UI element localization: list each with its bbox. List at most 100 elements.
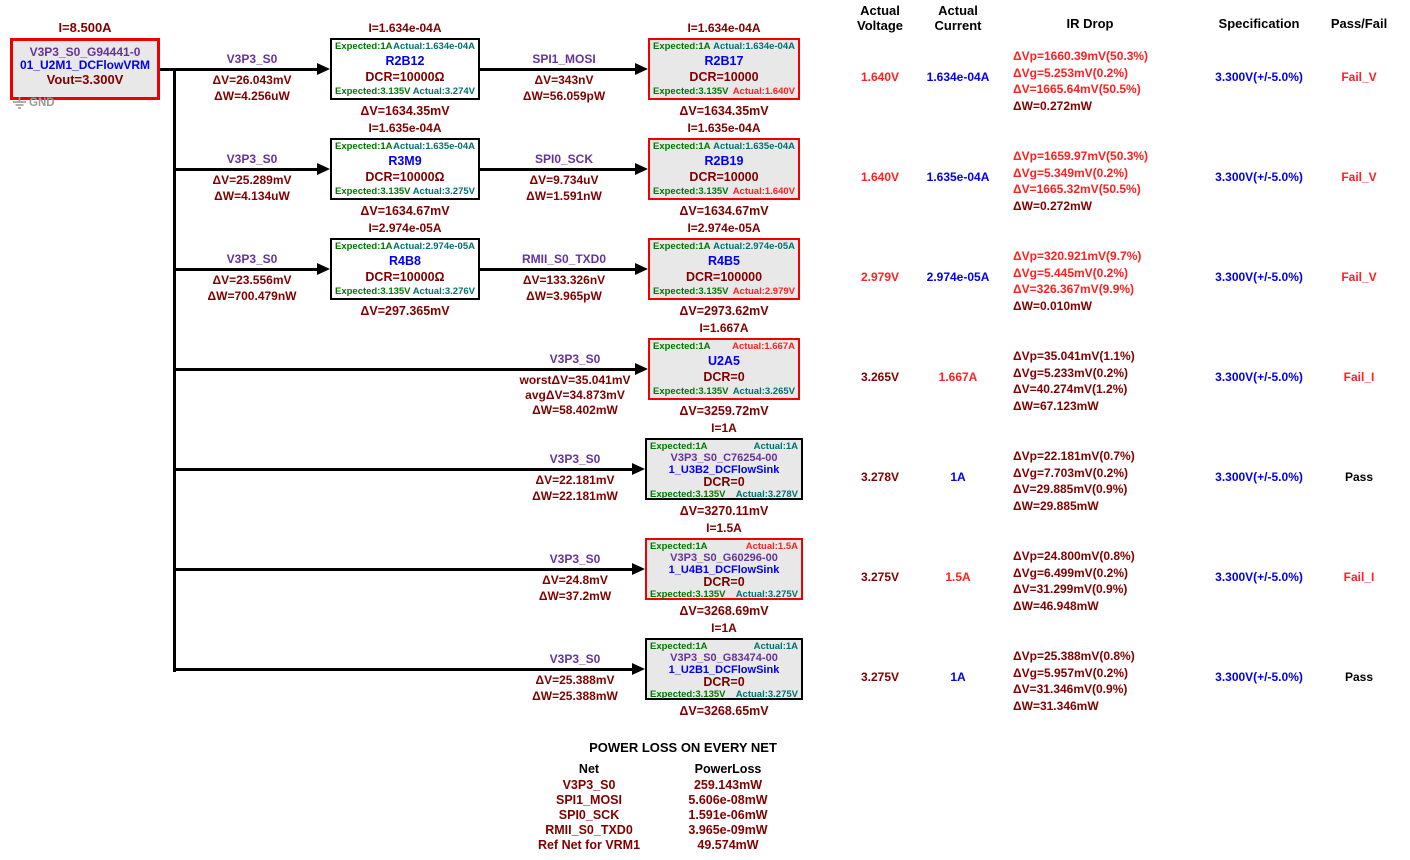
- dcr-label: DCR=10000Ω: [365, 270, 445, 285]
- ir-drop-block: ΔVp=22.181mV(0.7%) ΔVg=7.703mV(0.2%) ΔV=…: [1013, 448, 1135, 514]
- expected-voltage: Expected:3.135V: [650, 689, 726, 700]
- actual-voltage: Actual:1.640V: [732, 85, 795, 97]
- component-name: U2A5: [708, 353, 740, 368]
- actual-current: Actual:2.974e-05A: [713, 241, 795, 252]
- component-name: R2B19: [704, 153, 744, 168]
- expected-current: Expected:1A: [335, 141, 393, 152]
- wire-row2-seg2: [480, 168, 635, 171]
- delta-w-label: ΔW=37.2mW: [538, 589, 612, 603]
- power-loss-net: V3P3_S0: [562, 778, 616, 792]
- wire-row7: [175, 668, 632, 671]
- power-loss-net: Ref Net for VRM1: [537, 838, 641, 852]
- ir-drop-block: ΔVp=1660.39mV(50.3%) ΔVg=5.253mV(0.2%) Δ…: [1013, 48, 1148, 114]
- box-delta-v-label: ΔV=3270.11mV: [679, 504, 769, 518]
- expected-current: Expected:1A: [653, 341, 711, 352]
- dcr-label: DCR=10000Ω: [365, 170, 445, 185]
- delta-v-label: ΔV=23.556mV: [212, 273, 292, 287]
- ir-vp: ΔVp=1659.97mV(50.3%): [1013, 149, 1149, 163]
- actual-voltage: Actual:3.278V: [735, 489, 798, 500]
- actual-voltage-value: 3.265V: [860, 370, 900, 384]
- actual-current: Actual:1.635e-04A: [713, 141, 795, 152]
- delta-v-label: ΔV=26.043mV: [212, 73, 292, 87]
- delta-v-label: ΔV=343nV: [534, 73, 594, 87]
- worst-delta-v-label: worstΔV=35.041mV: [519, 373, 631, 387]
- actual-voltage: Actual:3.275V: [735, 589, 798, 600]
- actual-voltage: Actual:1.640V: [732, 185, 795, 197]
- branch-current-label: I=1A: [711, 621, 737, 635]
- net-label: RMII_S0_TXD0: [521, 252, 607, 266]
- expected-voltage: Expected:3.135V: [650, 489, 726, 500]
- ir-drop-block: ΔVp=1659.97mV(50.3%) ΔVg=5.349mV(0.2%) Δ…: [1013, 148, 1148, 214]
- avg-delta-v-label: avgΔV=34.873mV: [525, 388, 625, 402]
- delta-v-label: ΔV=22.181mV: [535, 473, 615, 487]
- wire-row3-seg1: [175, 268, 317, 271]
- component-name: R2B12: [385, 53, 425, 68]
- net-label: SPI0_SCK: [534, 152, 594, 166]
- actual-voltage: Actual:3.265V: [732, 385, 795, 397]
- actual-current: Actual:1.634e-04A: [713, 41, 795, 52]
- arrowhead-icon: [632, 663, 645, 675]
- branch-current-label: I=2.974e-05A: [687, 221, 761, 235]
- ir-vp: ΔVp=35.041mV(1.1%): [1013, 349, 1135, 363]
- arrowhead-icon: [632, 463, 645, 475]
- specification-value: 3.300V(+/-5.0%): [1215, 370, 1303, 384]
- net-label: V3P3_S0: [549, 652, 601, 666]
- specification-value: 3.300V(+/-5.0%): [1215, 570, 1303, 584]
- wire-row5: [175, 468, 632, 471]
- delta-w-label: ΔW=700.479nW: [207, 289, 297, 303]
- arrowhead-icon: [635, 363, 648, 375]
- expected-current: Expected:1A: [650, 541, 708, 552]
- column-header-ir-drop: IR Drop: [1066, 16, 1114, 31]
- power-loss-value: 259.143mW: [693, 778, 763, 792]
- component-name: R3M9: [388, 153, 422, 168]
- ir-vg: ΔVg=6.499mV(0.2%): [1013, 565, 1129, 580]
- expected-voltage: Expected:3.135V: [335, 85, 411, 97]
- pass-fail-value: Fail_I: [1343, 570, 1375, 584]
- ir-w: ΔW=0.272mW: [1013, 198, 1092, 213]
- delta-w-label: ΔW=56.059pW: [522, 89, 606, 103]
- branch-current-label: I=1.5A: [706, 521, 742, 535]
- ir-v: ΔV=29.885mV(0.9%): [1013, 482, 1128, 496]
- expected-voltage: Expected:3.135V: [653, 385, 729, 397]
- ir-vp: ΔVp=24.800mV(0.8%): [1013, 549, 1135, 563]
- actual-voltage-value: 3.275V: [860, 670, 900, 684]
- ir-w: ΔW=0.272mW: [1013, 98, 1092, 113]
- pass-fail-value: Pass: [1344, 670, 1374, 684]
- ir-w: ΔW=67.123mW: [1013, 398, 1099, 413]
- arrowhead-icon: [317, 63, 330, 75]
- arrowhead-icon: [317, 263, 330, 275]
- component-name-line2: 1_U2B1_DCFlowSink: [668, 664, 780, 676]
- arrowhead-icon: [632, 563, 645, 575]
- power-loss-value: 3.965e-09mW: [688, 823, 768, 837]
- ir-v: ΔV=1665.64mV(50.5%): [1013, 82, 1141, 96]
- ir-w: ΔW=29.885mW: [1013, 498, 1099, 513]
- delta-w-label: ΔW=4.134uW: [214, 189, 290, 203]
- ir-vp: ΔVp=22.181mV(0.7%): [1013, 449, 1135, 463]
- delta-v-label: ΔV=9.734uV: [529, 173, 599, 187]
- vrm-box[interactable]: V3P3_S0_G94441-0 01_U2M1_DCFlowVRM Vout=…: [10, 38, 160, 100]
- column-header-actual-current: Actual Current: [934, 3, 982, 33]
- specification-value: 3.300V(+/-5.0%): [1215, 670, 1303, 684]
- dcr-label: DCR=10000: [689, 170, 759, 185]
- wire-row2-seg1: [175, 168, 317, 171]
- net-label: V3P3_S0: [226, 152, 278, 166]
- power-loss-net: SPI1_MOSI: [556, 793, 622, 807]
- actual-current: Actual:1A: [753, 441, 798, 452]
- trunk-wire: [173, 68, 176, 672]
- ir-w: ΔW=46.948mW: [1013, 598, 1099, 613]
- pass-fail-value: Fail_I: [1343, 370, 1375, 384]
- actual-current-value: 1.5A: [945, 570, 971, 584]
- ir-w: ΔW=0.010mW: [1013, 298, 1092, 313]
- dcr-label: DCR=10000Ω: [365, 70, 445, 85]
